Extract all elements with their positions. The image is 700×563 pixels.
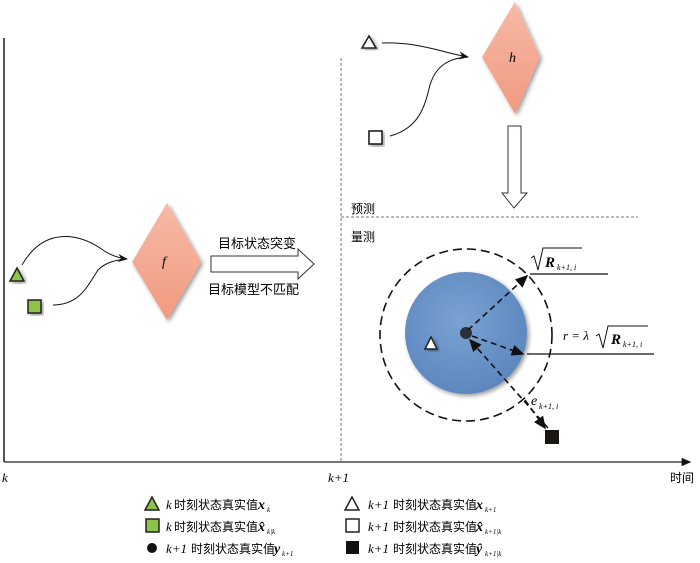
white-triangle-in-circle-icon: [423, 335, 439, 350]
svg-text:k: k: [166, 519, 172, 534]
svg-text:时刻状态真实值: 时刻状态真实值: [393, 541, 477, 556]
legend-item-black-square: k+1 时刻状态真实值 ŷ k+1|k: [346, 541, 502, 558]
radius-annotation: r = λ R k+1, i: [563, 325, 648, 349]
arrow-label-model-mismatch: 目标模型不匹配: [208, 283, 299, 298]
svg-text:x̂: x̂: [475, 520, 483, 535]
svg-text:k+1: k+1: [282, 550, 293, 558]
transition-f-diamond: [132, 203, 201, 320]
svg-text:R: R: [544, 255, 555, 271]
svg-text:时刻状态真实值: 时刻状态真实值: [393, 519, 477, 534]
black-square-icon: [346, 541, 359, 554]
svg-text:k+1|k: k+1|k: [485, 550, 502, 558]
legend: k 时刻状态真实值 x k k+1 时刻状态真实值 x k+1 k 时刻状态真实…: [143, 495, 502, 558]
black-dot-icon: [147, 543, 157, 553]
legend-item-green-triangle: k 时刻状态真实值 x k: [143, 495, 271, 514]
svg-text:k+1, i: k+1, i: [557, 263, 576, 272]
svg-text:k+1: k+1: [368, 497, 389, 512]
svg-text:k+1, i: k+1, i: [623, 340, 642, 349]
green-square-icon: [145, 518, 160, 533]
white-triangle-icon: [360, 34, 378, 49]
predict-down-arrow: [500, 125, 529, 209]
svg-text:时刻状态真实值: 时刻状态真实值: [174, 497, 258, 512]
legend-item-green-square: k 时刻状态真实值 x̂ k|k: [145, 518, 276, 536]
transition-f-label: f: [162, 255, 168, 270]
r-radius: [471, 335, 525, 356]
error-to-square: [524, 399, 546, 430]
svg-text:时刻状态真实值: 时刻状态真实值: [174, 519, 258, 534]
svg-text:k+1, i: k+1, i: [539, 402, 558, 411]
svg-text:k+1: k+1: [485, 506, 496, 514]
svg-text:x̂: x̂: [257, 520, 265, 535]
axis-label-k-plus-1: k+1: [328, 470, 349, 485]
green-triangle-icon: [143, 495, 161, 511]
square-to-h-curve: [389, 56, 469, 137]
prediction-label: 预测: [351, 202, 375, 216]
transition-h-diamond: [482, 2, 540, 114]
svg-text:x: x: [475, 498, 483, 513]
svg-text:时刻状态真实值: 时刻状态真实值: [393, 497, 477, 512]
svg-text:R: R: [610, 332, 621, 348]
svg-text:k: k: [166, 497, 172, 512]
svg-text:k+1|k: k+1|k: [485, 528, 502, 536]
triangle-to-h-curve: [381, 42, 469, 60]
legend-item-white-square: k+1 时刻状态真实值 x̂ k+1|k: [345, 518, 502, 536]
svg-text:时刻状态真实值: 时刻状态真实值: [191, 541, 275, 556]
green-triangle-icon: [8, 266, 26, 282]
svg-text:e: e: [531, 394, 537, 409]
white-square-icon: [368, 130, 383, 145]
svg-text:k|k: k|k: [267, 528, 276, 536]
axis-label-k: k: [2, 470, 8, 485]
svg-text:y: y: [272, 542, 281, 557]
axis-label-time: 时间: [670, 471, 694, 485]
transition-h-label: h: [509, 51, 516, 66]
legend-item-black-dot: k+1 时刻状态真实值 y k+1: [147, 541, 293, 558]
legend-item-white-triangle: k+1 时刻状态真实值 x k+1: [343, 495, 496, 514]
error-annotation: e k+1, i: [531, 394, 558, 411]
svg-text:x: x: [257, 498, 265, 513]
svg-text:k: k: [267, 506, 271, 514]
green-square-icon: [27, 299, 42, 314]
measurement-label: 量测: [351, 230, 375, 244]
white-triangle-icon: [343, 495, 361, 511]
svg-text:r = λ: r = λ: [563, 328, 589, 343]
white-square-icon: [345, 518, 360, 533]
svg-text:ŷ: ŷ: [474, 542, 483, 557]
arrow-label-state-jump: 目标状态突变: [218, 236, 296, 252]
svg-text:k+1: k+1: [368, 519, 389, 534]
mismatch-arrow: [210, 247, 315, 281]
svg-text:k+1: k+1: [368, 541, 389, 556]
gate-outer-circle: [379, 248, 553, 422]
sqrt-R-annotation: R k+1, i: [530, 247, 582, 272]
triangle-to-f-curve: [21, 236, 128, 266]
black-square-prediction-icon: [545, 430, 559, 444]
square-to-f-curve: [52, 258, 128, 306]
svg-text:k+1: k+1: [166, 541, 187, 556]
sqrt-R-radius: [467, 274, 529, 331]
